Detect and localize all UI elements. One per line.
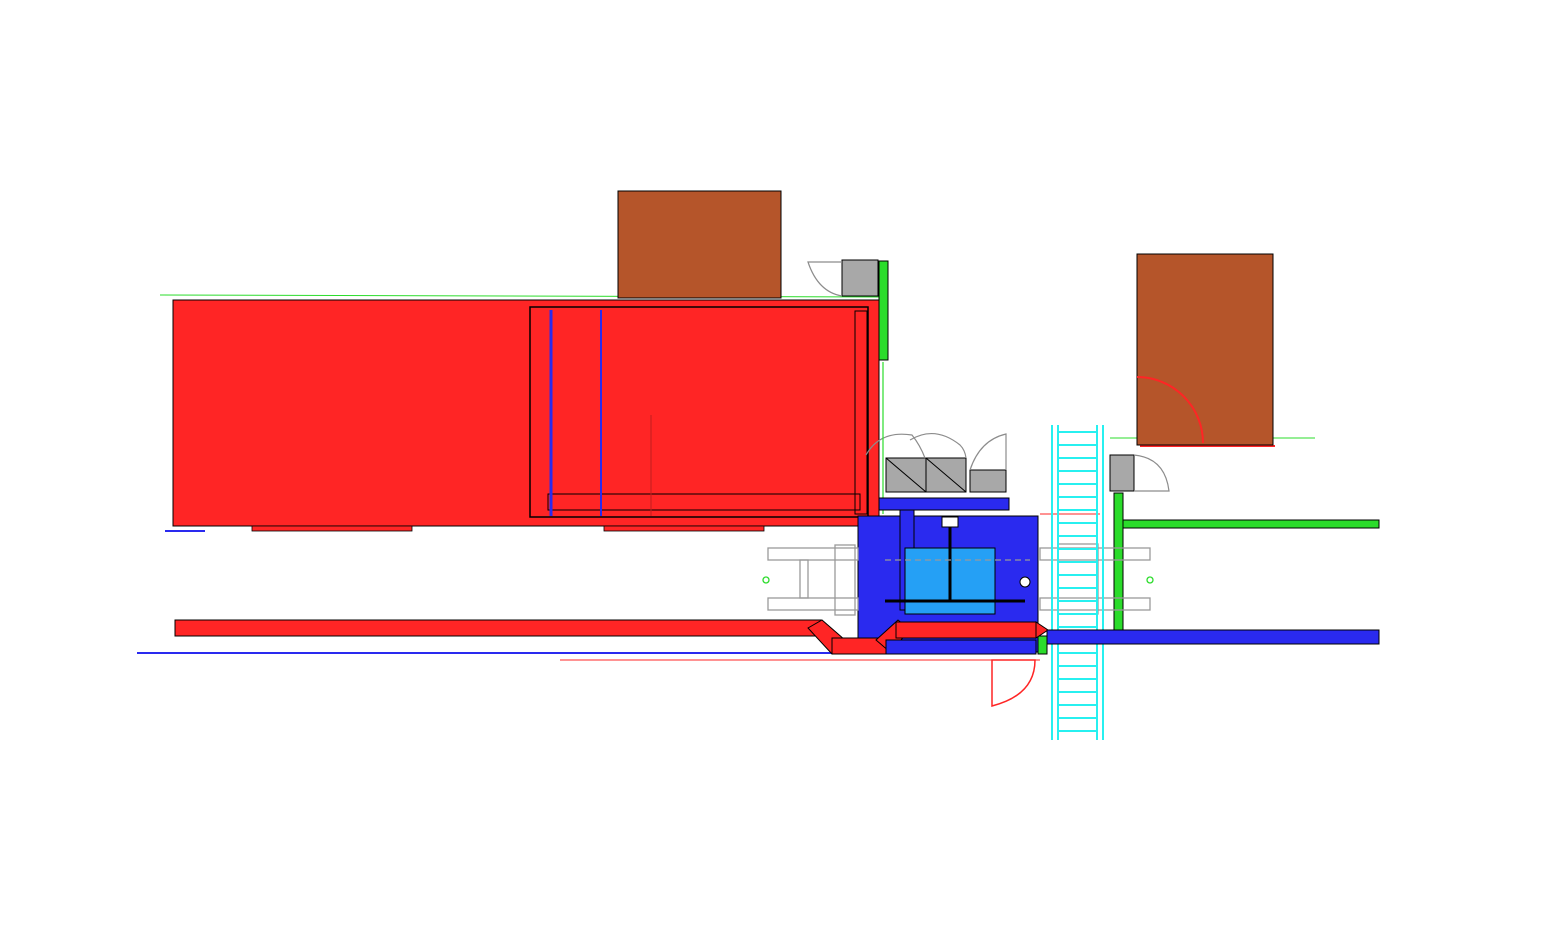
- green-walls[interactable]: [878, 260, 1380, 655]
- gray-units[interactable]: [807, 259, 1170, 493]
- cyan-ladder[interactable]: [1051, 425, 1104, 740]
- door-swing-lower: [991, 659, 1036, 707]
- red-inner-tank: [529, 306, 869, 518]
- red-main-tank[interactable]: [172, 299, 880, 532]
- brown-block-left[interactable]: [617, 190, 782, 299]
- blue-pipe-horizontal[interactable]: [885, 629, 1380, 655]
- red-pipe-horizontal[interactable]: [174, 619, 1049, 655]
- ladder-rungs: [1058, 431, 1097, 732]
- brown-block-right[interactable]: [1136, 253, 1274, 446]
